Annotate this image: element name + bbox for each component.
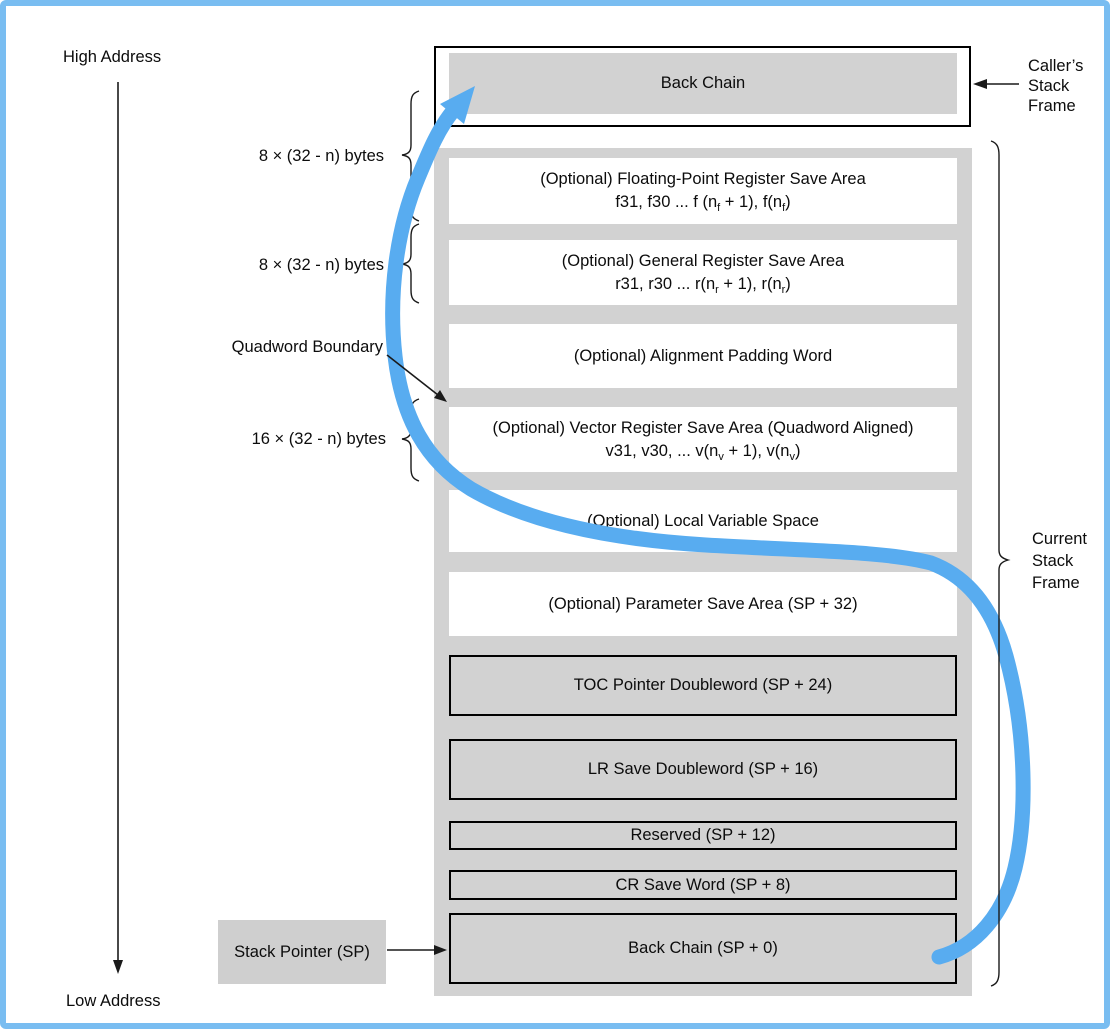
row-back-chain-line1: Back Chain (SP + 0) bbox=[628, 939, 778, 957]
quadword-boundary-arrow-line bbox=[386, 354, 439, 396]
brace-fp-size bbox=[401, 90, 420, 222]
current-frame-label-line1: Current bbox=[1032, 530, 1088, 548]
high-address-label: High Address bbox=[63, 48, 162, 66]
caller-frame-label-line1: Caller’s bbox=[1028, 57, 1084, 75]
gr-size-label: 8 × (32 - n) bytes bbox=[258, 256, 384, 274]
row-fp-line1: (Optional) Floating-Point Register Save … bbox=[540, 170, 866, 188]
caller-frame-label: Caller’s Stack Frame bbox=[1028, 56, 1083, 116]
row-local-line1: (Optional) Local Variable Space bbox=[587, 511, 819, 530]
row-lr-line1: LR Save Doubleword (SP + 16) bbox=[587, 760, 819, 778]
row-toc-line1: TOC Pointer Doubleword (SP + 24) bbox=[573, 676, 833, 694]
row-gr-line2: r31, r30 ... r(nr + 1), r(nr) bbox=[615, 274, 791, 296]
row-vector-line2: v31, v30, ... v(nv + 1), v(nv) bbox=[605, 441, 801, 463]
caller-frame-arrowhead bbox=[973, 79, 987, 89]
row-lr-save: LR Save Doubleword (SP + 16) bbox=[449, 739, 957, 800]
row-gr-save-area: (Optional) General Register Save Area r3… bbox=[449, 240, 957, 305]
caller-frame-label-line2: Stack bbox=[1028, 77, 1070, 95]
stack-pointer-label: Stack Pointer (SP) bbox=[234, 942, 370, 961]
caller-back-chain-cell: Back Chain bbox=[449, 53, 957, 114]
row-alignment-line1: (Optional) Alignment Padding Word bbox=[573, 346, 833, 365]
vr-size-label: 16 × (32 - n) bytes bbox=[251, 430, 386, 448]
fp-size-label: 8 × (32 - n) bytes bbox=[258, 147, 384, 165]
brace-vr-size bbox=[401, 398, 420, 482]
quadword-boundary-label: Quadword Boundary bbox=[231, 338, 383, 356]
brace-gr-size bbox=[401, 223, 420, 304]
row-fp-save-area: (Optional) Floating-Point Register Save … bbox=[449, 158, 957, 224]
current-frame-label: Current Stack Frame bbox=[1032, 528, 1087, 594]
row-vector-line1: (Optional) Vector Register Save Area (Qu… bbox=[492, 418, 914, 437]
address-axis-arrowhead bbox=[113, 960, 123, 974]
row-cr-line1: CR Save Word (SP + 8) bbox=[615, 875, 791, 894]
stack-pointer-tag: Stack Pointer (SP) bbox=[218, 920, 386, 984]
row-alignment-padding: (Optional) Alignment Padding Word bbox=[449, 324, 957, 388]
row-toc-pointer: TOC Pointer Doubleword (SP + 24) bbox=[449, 655, 957, 716]
caller-back-chain-label: Back Chain bbox=[660, 74, 746, 92]
row-back-chain: Back Chain (SP + 0) bbox=[449, 913, 957, 984]
row-parameter-line1: (Optional) Parameter Save Area (SP + 32) bbox=[548, 594, 858, 613]
row-reserved-line1: Reserved (SP + 12) bbox=[630, 826, 776, 844]
row-vector-save-area: (Optional) Vector Register Save Area (Qu… bbox=[449, 407, 957, 472]
row-parameter-save-area: (Optional) Parameter Save Area (SP + 32) bbox=[449, 572, 957, 636]
caller-frame-label-line3: Frame bbox=[1028, 97, 1076, 115]
caller-frame-box: Back Chain bbox=[434, 46, 971, 127]
current-frame-label-line2: Stack bbox=[1032, 552, 1074, 570]
row-gr-line1: (Optional) General Register Save Area bbox=[561, 251, 845, 270]
row-local-variable-space: (Optional) Local Variable Space bbox=[449, 490, 957, 552]
row-fp-line2: f31, f30 ... f (nf + 1), f(nf) bbox=[615, 193, 791, 214]
low-address-label: Low Address bbox=[66, 992, 161, 1010]
brace-current-frame bbox=[990, 140, 1011, 987]
row-cr-save: CR Save Word (SP + 8) bbox=[449, 870, 957, 900]
row-reserved: Reserved (SP + 12) bbox=[449, 821, 957, 850]
current-frame-label-line3: Frame bbox=[1032, 574, 1080, 592]
